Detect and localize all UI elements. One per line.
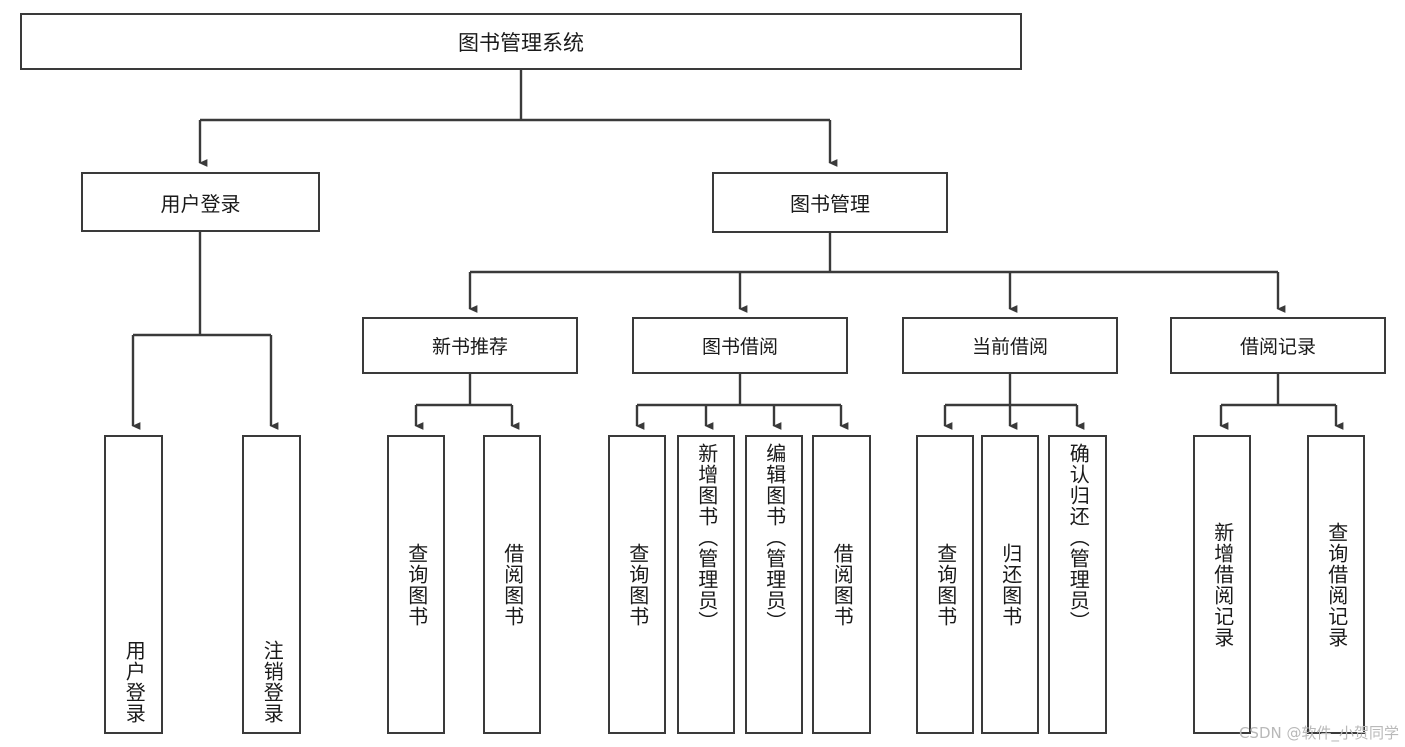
leaf-borrow-book-recommend-label: 借阅图书: [500, 542, 525, 627]
node-new-book-recommend[interactable]: 新书推荐: [362, 317, 578, 374]
leaf-query-borrow-record-label: 查询借阅记录: [1324, 521, 1349, 648]
leaf-add-book-admin-label: 新增图书（管理员）: [694, 443, 719, 632]
node-book-management-label: 图书管理: [790, 192, 870, 216]
leaf-borrow-book[interactable]: 借阅图书: [812, 435, 871, 734]
node-borrow-record-label: 借阅记录: [1239, 336, 1316, 358]
node-book-borrow[interactable]: 图书借阅: [632, 317, 848, 374]
leaf-edit-book-admin[interactable]: 编辑图书（管理员）: [745, 435, 803, 734]
leaf-add-borrow-record[interactable]: 新增借阅记录: [1193, 435, 1251, 734]
leaf-query-book-current-label: 查询图书: [933, 542, 958, 627]
leaf-user-logout-label: 注销登录: [260, 640, 285, 724]
node-current-borrow[interactable]: 当前借阅: [902, 317, 1118, 374]
leaf-query-book-borrow[interactable]: 查询图书: [608, 435, 666, 734]
leaf-query-book-borrow-label: 查询图书: [625, 542, 650, 627]
node-book-borrow-label: 图书借阅: [701, 336, 778, 358]
leaf-borrow-book-recommend[interactable]: 借阅图书: [483, 435, 541, 734]
leaf-add-book-admin[interactable]: 新增图书（管理员）: [677, 435, 735, 734]
leaf-user-login[interactable]: 用户登录: [104, 435, 163, 734]
node-borrow-record[interactable]: 借阅记录: [1170, 317, 1386, 374]
leaf-query-book-current[interactable]: 查询图书: [916, 435, 974, 734]
leaf-user-login-label: 用户登录: [122, 640, 147, 724]
leaf-add-borrow-record-label: 新增借阅记录: [1210, 521, 1235, 648]
leaf-query-borrow-record[interactable]: 查询借阅记录: [1307, 435, 1365, 734]
leaf-confirm-return-admin-label: 确认归还（管理员）: [1066, 443, 1091, 632]
node-user-login[interactable]: 用户登录: [81, 172, 320, 232]
node-current-borrow-label: 当前借阅: [971, 336, 1048, 358]
watermark: CSDN @软件_小贺同学: [1238, 724, 1399, 742]
node-root-label: 图书管理系统: [458, 30, 584, 55]
leaf-confirm-return-admin[interactable]: 确认归还（管理员）: [1048, 435, 1107, 734]
node-new-book-recommend-label: 新书推荐: [431, 336, 508, 358]
leaf-return-book-label: 归还图书: [998, 542, 1023, 627]
node-user-login-label: 用户登录: [160, 191, 241, 216]
leaf-edit-book-admin-label: 编辑图书（管理员）: [762, 443, 787, 632]
node-root[interactable]: 图书管理系统: [20, 13, 1022, 70]
leaf-user-logout[interactable]: 注销登录: [242, 435, 301, 734]
leaf-query-book-recommend[interactable]: 查询图书: [387, 435, 445, 734]
leaf-borrow-book-label: 借阅图书: [830, 542, 855, 627]
node-book-management[interactable]: 图书管理: [712, 172, 948, 233]
leaf-query-book-recommend-label: 查询图书: [404, 542, 429, 627]
leaf-return-book[interactable]: 归还图书: [981, 435, 1039, 734]
